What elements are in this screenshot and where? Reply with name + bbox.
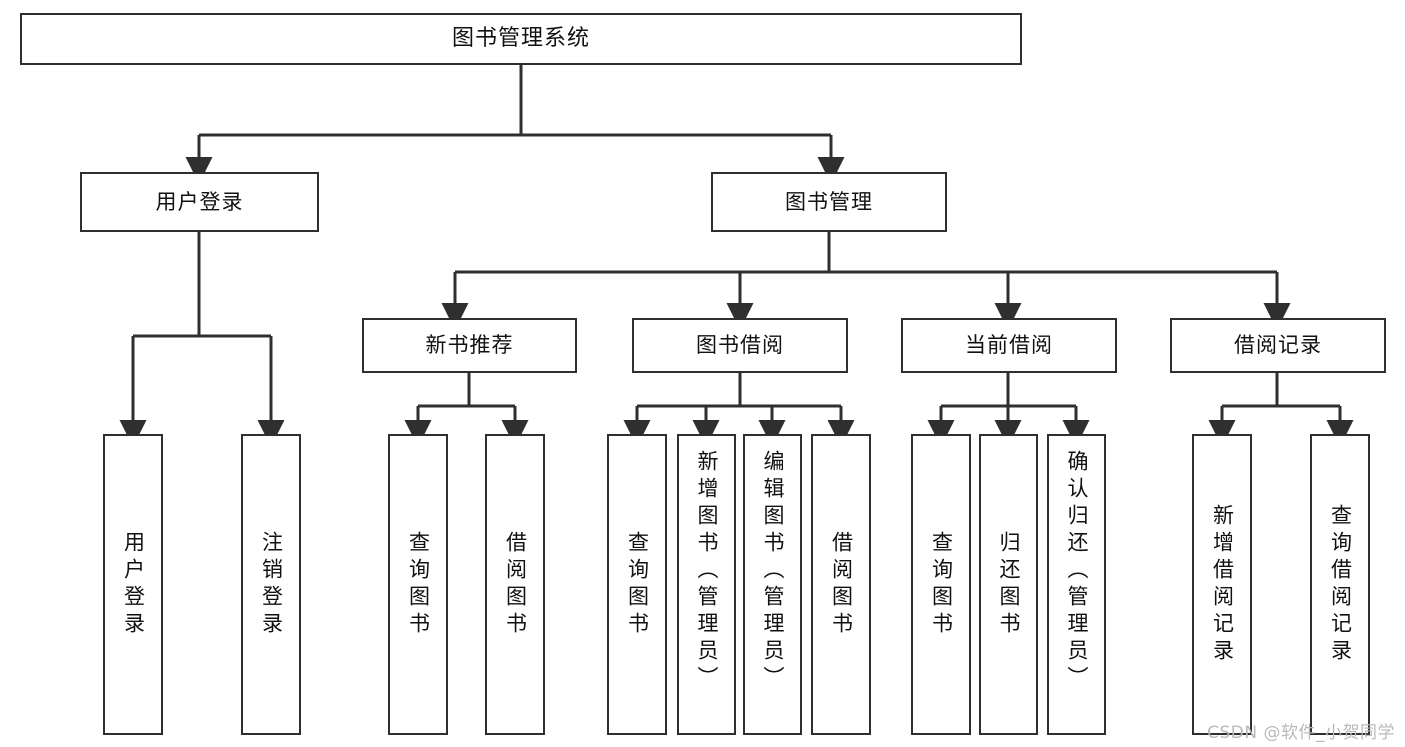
leaf-user-login-login[interactable]: 用户登录 xyxy=(103,434,163,735)
leaf-label: 查询图书 xyxy=(929,530,954,639)
leaf-current-query-book[interactable]: 查询图书 xyxy=(911,434,971,735)
leaf-label: 查询借阅记录 xyxy=(1328,503,1353,666)
leaf-label: 编辑图书（管理员） xyxy=(761,450,785,693)
leaf-label: 借阅图书 xyxy=(503,530,528,639)
leaf-label: 新增借阅记录 xyxy=(1210,503,1235,666)
leaf-current-confirm-return-admin[interactable]: 确认归还（管理员） xyxy=(1047,434,1106,735)
leaf-user-login-logout[interactable]: 注销登录 xyxy=(241,434,301,735)
leaf-label: 归还图书 xyxy=(997,530,1021,639)
leaf-label: 注销登录 xyxy=(259,530,284,639)
leaf-borrow-borrow-book[interactable]: 借阅图书 xyxy=(811,434,871,735)
node-current-borrow[interactable]: 当前借阅 xyxy=(901,318,1117,373)
leaf-new-book-borrow[interactable]: 借阅图书 xyxy=(485,434,545,735)
leaf-record-add-record[interactable]: 新增借阅记录 xyxy=(1192,434,1252,735)
leaf-label: 用户登录 xyxy=(121,530,146,639)
leaf-label: 借阅图书 xyxy=(829,530,854,639)
leaf-label: 查询图书 xyxy=(406,530,431,639)
node-root-system[interactable]: 图书管理系统 xyxy=(20,13,1022,65)
node-borrow-record[interactable]: 借阅记录 xyxy=(1170,318,1386,373)
leaf-borrow-add-book-admin[interactable]: 新增图书（管理员） xyxy=(677,434,736,735)
leaf-record-query-record[interactable]: 查询借阅记录 xyxy=(1310,434,1370,735)
leaf-label: 确认归还（管理员） xyxy=(1065,450,1089,693)
node-book-borrow[interactable]: 图书借阅 xyxy=(632,318,848,373)
leaf-label: 新增图书（管理员） xyxy=(695,450,719,693)
leaf-new-book-query[interactable]: 查询图书 xyxy=(388,434,448,735)
leaf-borrow-edit-book-admin[interactable]: 编辑图书（管理员） xyxy=(743,434,802,735)
node-new-book-recommend[interactable]: 新书推荐 xyxy=(362,318,577,373)
leaf-current-return-book[interactable]: 归还图书 xyxy=(979,434,1038,735)
leaf-borrow-query-book[interactable]: 查询图书 xyxy=(607,434,667,735)
node-book-management[interactable]: 图书管理 xyxy=(711,172,947,232)
leaf-label: 查询图书 xyxy=(625,530,650,639)
node-user-login[interactable]: 用户登录 xyxy=(80,172,319,232)
watermark-text: CSDN @软件_小贺同学 xyxy=(1207,723,1395,743)
